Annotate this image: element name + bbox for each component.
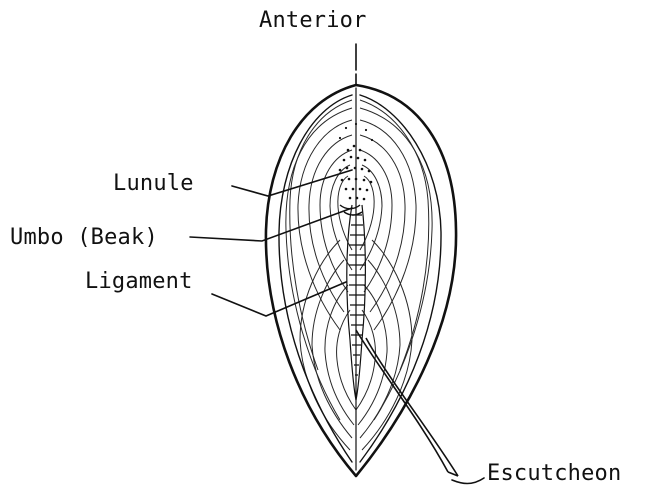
left-valve-outline [279, 95, 352, 462]
escutcheon-leader-line [452, 478, 484, 484]
label-lunule: Lunule [113, 173, 194, 195]
label-anterior: Anterior [259, 10, 367, 32]
label-umbo: Umbo (Beak) [10, 227, 158, 249]
label-escutcheon: Escutcheon [487, 463, 621, 485]
label-ligament: Ligament [85, 271, 193, 293]
umbo-leader-line [190, 208, 352, 241]
left-valve-growth-lines [286, 100, 356, 450]
